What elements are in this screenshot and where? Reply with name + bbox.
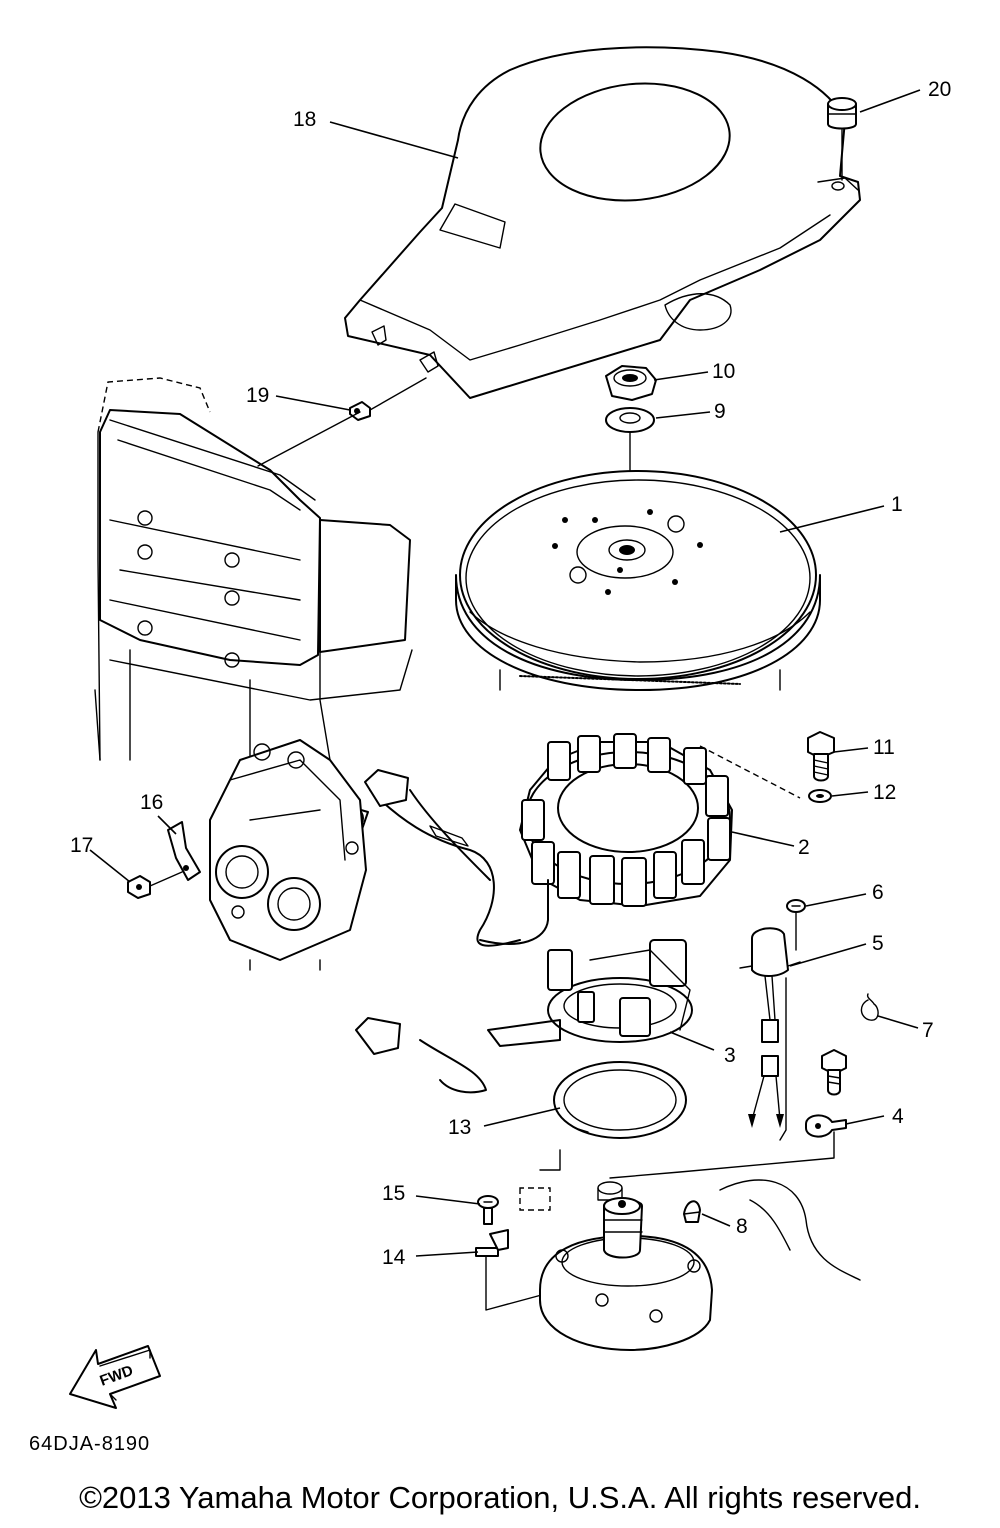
callout-11: 11 bbox=[873, 736, 895, 759]
pulser-coil-part bbox=[355, 939, 693, 1094]
callout-13: 13 bbox=[448, 1116, 471, 1139]
wire-clamp-part-5 bbox=[739, 927, 801, 1141]
intake-manifold-part bbox=[209, 739, 367, 971]
callout-4: 4 bbox=[892, 1105, 904, 1128]
flywheel-cover-part bbox=[344, 46, 861, 399]
retainer-ring-part bbox=[553, 1061, 687, 1139]
callout-20: 20 bbox=[928, 78, 951, 101]
callout-10: 10 bbox=[712, 360, 735, 383]
screw-part-15 bbox=[477, 1195, 499, 1225]
stator-bolt-part bbox=[807, 731, 835, 782]
bracket-part-14 bbox=[475, 1229, 561, 1311]
callout-14: 14 bbox=[382, 1246, 406, 1269]
callout-leader-lines bbox=[89, 89, 921, 1257]
wire-clip-part-7 bbox=[860, 993, 879, 1021]
stator-part bbox=[479, 733, 801, 945]
bracket-part-16 bbox=[167, 821, 201, 881]
callout-18: 18 bbox=[293, 108, 316, 131]
callout-12: 12 bbox=[873, 781, 896, 804]
diagram-code-label: 64DJA-8190 bbox=[29, 1433, 151, 1455]
callout-9: 9 bbox=[714, 400, 726, 423]
callout-6: 6 bbox=[872, 881, 884, 904]
callout-7: 7 bbox=[922, 1019, 934, 1042]
callout-numbers: 18 20 10 9 19 1 11 12 2 16 17 6 5 7 3 4 … bbox=[70, 78, 951, 1269]
copyright-notice: ©2013 Yamaha Motor Corporation, U.S.A. A… bbox=[79, 1480, 921, 1515]
stator-washer-part bbox=[808, 789, 832, 803]
callout-3: 3 bbox=[724, 1044, 736, 1067]
screw-part-17 bbox=[127, 871, 183, 899]
callout-2: 2 bbox=[798, 836, 810, 859]
clamp-part-4 bbox=[609, 1049, 847, 1179]
fwd-arrow-icon: FWD bbox=[69, 1345, 161, 1409]
stator-coil-teeth bbox=[521, 733, 731, 907]
callout-17: 17 bbox=[70, 834, 93, 857]
callout-5: 5 bbox=[872, 932, 884, 955]
callout-15: 15 bbox=[382, 1182, 405, 1205]
woodruff-key-part bbox=[683, 1200, 701, 1223]
grommet-part bbox=[827, 97, 857, 181]
flywheel-part bbox=[455, 470, 821, 691]
callout-1: 1 bbox=[891, 493, 903, 516]
flywheel-nut-part bbox=[605, 365, 657, 401]
crankcase-base-part bbox=[519, 1149, 861, 1351]
callout-8: 8 bbox=[736, 1215, 748, 1238]
cover-screw-part bbox=[257, 377, 427, 467]
callout-16: 16 bbox=[140, 791, 163, 814]
callout-19: 19 bbox=[246, 384, 269, 407]
screw-part-6 bbox=[786, 899, 806, 951]
engine-block-outline bbox=[94, 377, 413, 761]
